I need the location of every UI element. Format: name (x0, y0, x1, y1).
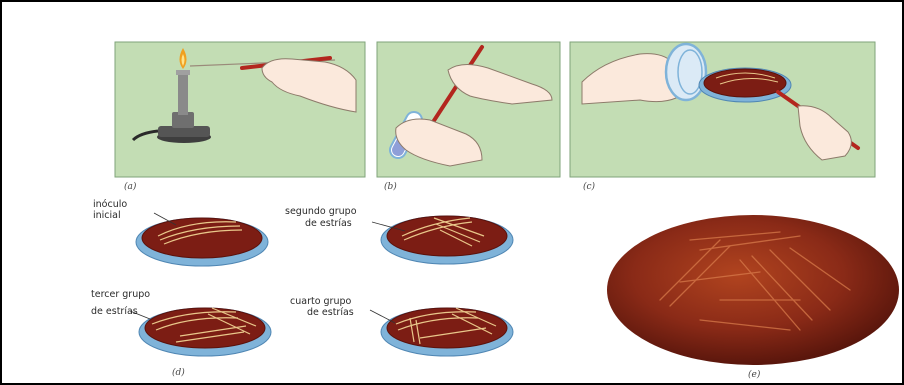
plate-4-label-line-2: de estrías (307, 307, 354, 318)
panel-a: (a) (115, 42, 365, 192)
panel-b: (b) (377, 42, 560, 192)
petri-dish-icon (699, 68, 791, 102)
section-e-letter: (e) (748, 369, 761, 380)
plate-2-label-line-1: segundo grupo (285, 206, 357, 217)
section-d-letter: (d) (172, 367, 185, 378)
plate-1-label-line-2: inicial (93, 210, 121, 221)
panel-c-letter: (c) (583, 181, 596, 192)
plate-3-label-line-2: de estrías (91, 306, 138, 317)
panel-b-letter: (b) (384, 181, 397, 192)
petri-lid-icon (666, 44, 706, 100)
panel-c: (c) (570, 42, 875, 192)
panel-a-letter: (a) (124, 181, 137, 192)
plate-3-label-line-1: tercer grupo (91, 289, 150, 300)
plate-1-label-line-1: inóculo (93, 199, 127, 210)
plate-4-label-line-1: cuarto grupo (290, 296, 352, 307)
plate-2-label-line-2: de estrías (305, 218, 352, 229)
